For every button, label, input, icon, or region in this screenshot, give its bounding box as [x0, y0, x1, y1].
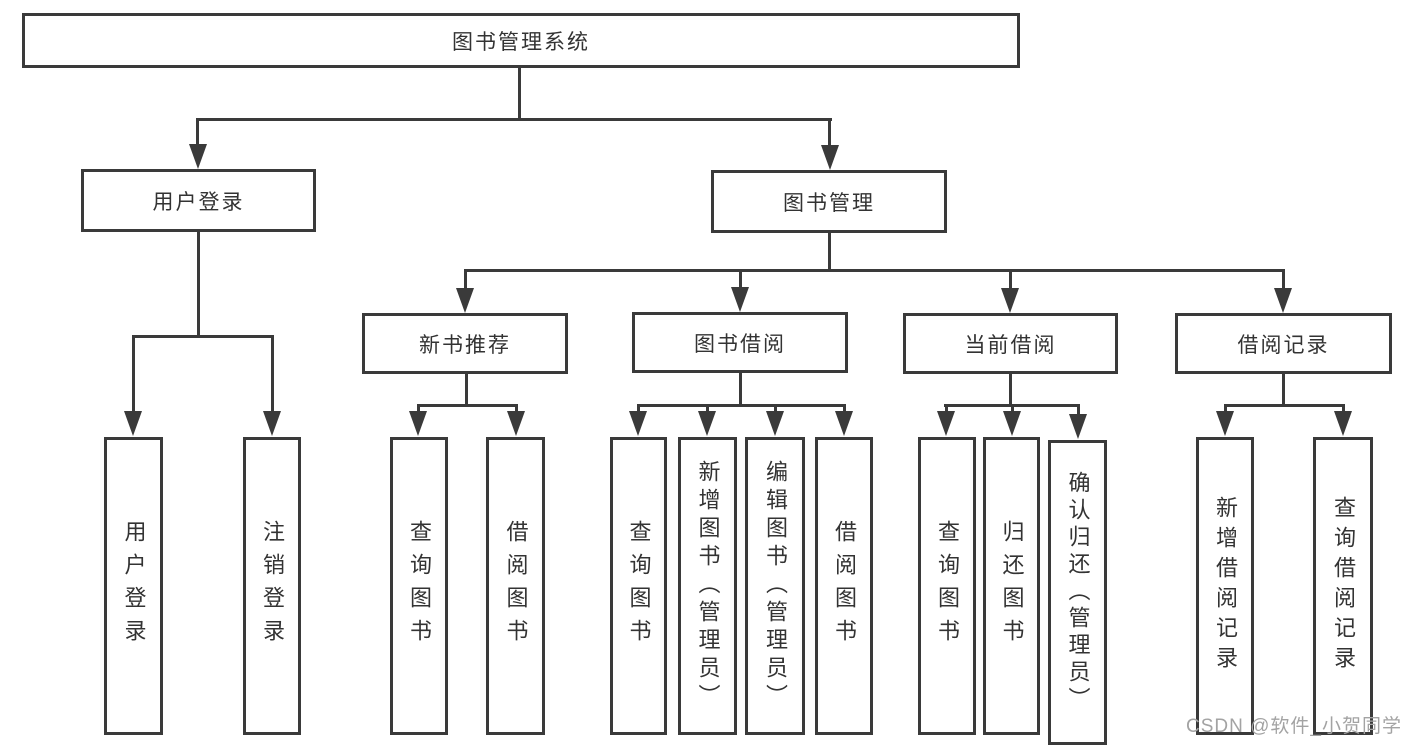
leaf-query-borrow-record: 查询借阅记录: [1313, 437, 1373, 735]
connector-recommendation-split: [417, 404, 518, 407]
connector-records-split: [1224, 404, 1344, 407]
arrow-to-add-books-admin: [698, 411, 716, 436]
connector-to-user-login: [196, 118, 199, 146]
arrow-to-borrow-books-borrowing: [835, 411, 853, 436]
arrow-to-book-borrowing: [731, 287, 749, 312]
connector-book-management-stem: [828, 233, 831, 272]
leaf-return-books: 归还图书: [983, 437, 1040, 735]
leaf-query-books-borrowing: 查询图书: [610, 437, 667, 735]
arrow-to-new-book-recommendation: [456, 288, 474, 313]
connector-stub: [1077, 404, 1080, 417]
arrow-to-query-books-borrowing: [629, 411, 647, 436]
connector-stub: [417, 404, 420, 414]
leaf-confirm-return-admin: 确认归还（管理员）: [1048, 440, 1107, 745]
connector-user-login-stem: [197, 232, 200, 338]
leaf-add-borrow-record: 新增借阅记录: [1196, 437, 1254, 735]
connector-stub: [637, 404, 640, 414]
arrow-to-leaf-logout: [263, 411, 281, 436]
connector-to-new-book-recommendation: [464, 269, 467, 289]
node-borrowing-records: 借阅记录: [1175, 313, 1392, 374]
leaf-query-books-current: 查询图书: [918, 437, 976, 735]
arrow-to-return-books: [1003, 411, 1021, 436]
arrow-to-add-borrow-record: [1216, 411, 1234, 436]
node-new-book-recommendation: 新书推荐: [362, 313, 568, 374]
connector-stub: [1011, 404, 1014, 414]
connector-to-book-management: [828, 118, 831, 147]
connector-current-stem: [1009, 374, 1012, 407]
arrow-to-edit-books-admin: [766, 411, 784, 436]
connector-stub: [515, 404, 518, 414]
connector-stub: [1224, 404, 1227, 414]
leaf-logout: 注销登录: [243, 437, 301, 735]
arrow-to-confirm-return-admin: [1069, 414, 1087, 439]
arrow-to-user-login: [189, 144, 207, 169]
arrow-to-book-management: [821, 145, 839, 170]
arrow-to-current-borrowing: [1001, 288, 1019, 313]
node-book-borrowing: 图书借阅: [632, 312, 848, 373]
node-user-login: 用户登录: [81, 169, 316, 232]
node-library-management-system: 图书管理系统: [22, 13, 1020, 68]
connector-records-stem: [1282, 374, 1285, 407]
arrow-to-borrowing-records: [1274, 288, 1292, 313]
leaf-borrow-books-recommend: 借阅图书: [486, 437, 545, 735]
watermark: CSDN @软件_小贺同学: [1186, 716, 1402, 737]
connector-stub: [774, 404, 777, 414]
arrow-to-leaf-user-login: [124, 411, 142, 436]
arrow-to-borrow-books-recommend: [507, 411, 525, 436]
leaf-borrow-books-borrowing: 借阅图书: [815, 437, 873, 735]
connector-to-leaf-user-login: [132, 335, 135, 413]
connector-stub: [706, 404, 709, 414]
connector-stub: [1342, 404, 1345, 414]
connector-stub: [843, 404, 846, 414]
arrow-to-query-books-current: [937, 411, 955, 436]
connector-level2-split: [465, 269, 1284, 272]
connector-recommendation-stem: [465, 374, 468, 407]
connector-borrowing-split: [637, 404, 846, 407]
connector-borrowing-stem: [739, 373, 742, 407]
leaf-user-login: 用户登录: [104, 437, 163, 735]
connector-to-leaf-logout: [271, 335, 274, 413]
connector-to-book-borrowing: [739, 269, 742, 289]
arrow-to-query-books-recommend: [409, 411, 427, 436]
connector-level1-split: [196, 118, 832, 121]
connector-user-login-split: [132, 335, 274, 338]
leaf-query-books-recommend: 查询图书: [390, 437, 448, 735]
leaf-edit-books-admin: 编辑图书（管理员）: [745, 437, 805, 735]
connector-stub: [945, 404, 948, 414]
node-current-borrowing: 当前借阅: [903, 313, 1118, 374]
connector-to-current-borrowing: [1009, 269, 1012, 289]
node-book-management: 图书管理: [711, 170, 947, 233]
leaf-add-books-admin: 新增图书（管理员）: [678, 437, 737, 735]
connector-to-borrowing-records: [1282, 269, 1285, 289]
connector-root-stem: [518, 66, 521, 120]
arrow-to-query-borrow-record: [1334, 411, 1352, 436]
